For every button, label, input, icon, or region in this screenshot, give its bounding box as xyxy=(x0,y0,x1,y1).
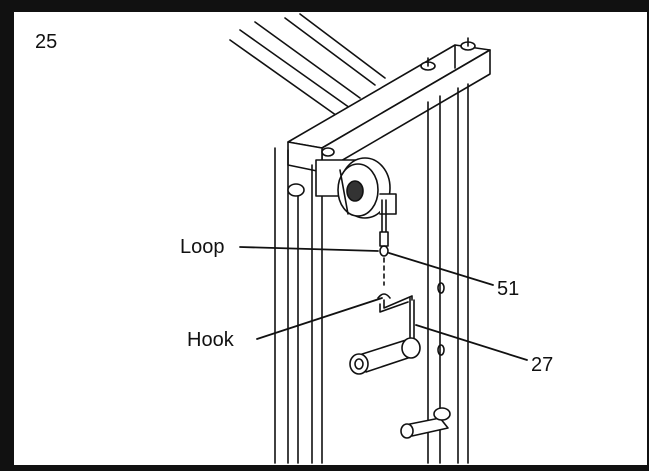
hook-handle xyxy=(350,294,420,374)
step-number: 25 xyxy=(35,31,57,53)
right-upright xyxy=(428,84,468,463)
left-upright xyxy=(275,148,322,463)
pulley xyxy=(316,158,396,218)
hook-label: Hook xyxy=(187,329,235,351)
loop-label: Loop xyxy=(180,236,225,258)
part-51-label: 51 xyxy=(497,278,519,300)
lower-pin xyxy=(401,408,450,438)
part-27-label: 27 xyxy=(531,354,553,376)
top-arm xyxy=(288,38,490,172)
